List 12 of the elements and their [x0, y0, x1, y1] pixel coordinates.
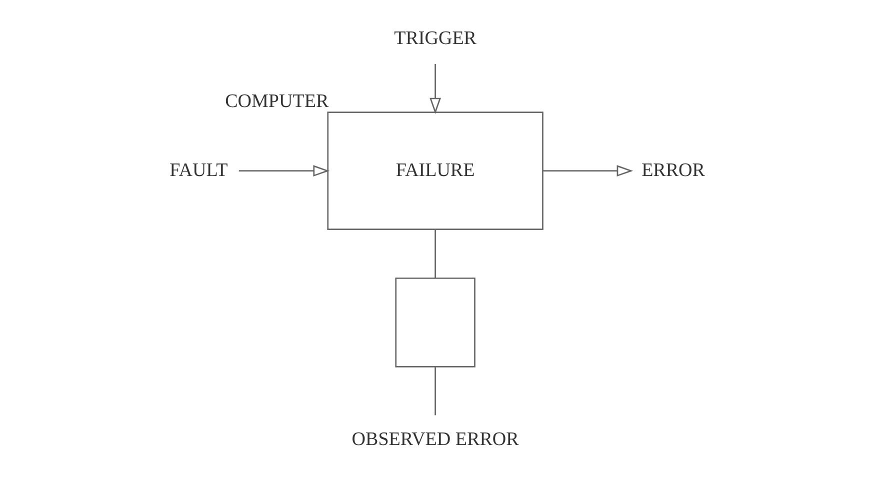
- node-text: FAULT: [170, 159, 228, 180]
- node-text: TRIGGER: [394, 27, 477, 48]
- arrow: [238, 164, 330, 176]
- node-label: COMPUTER: [225, 90, 329, 112]
- node-text: ERROR: [642, 159, 705, 180]
- arrow: [430, 63, 442, 114]
- connector: [434, 366, 436, 415]
- node-text: OBSERVED ERROR: [352, 428, 519, 450]
- node-box: [395, 277, 476, 367]
- connector: [434, 228, 436, 278]
- node-box: FAILURE: [327, 111, 544, 230]
- arrow: [543, 164, 634, 176]
